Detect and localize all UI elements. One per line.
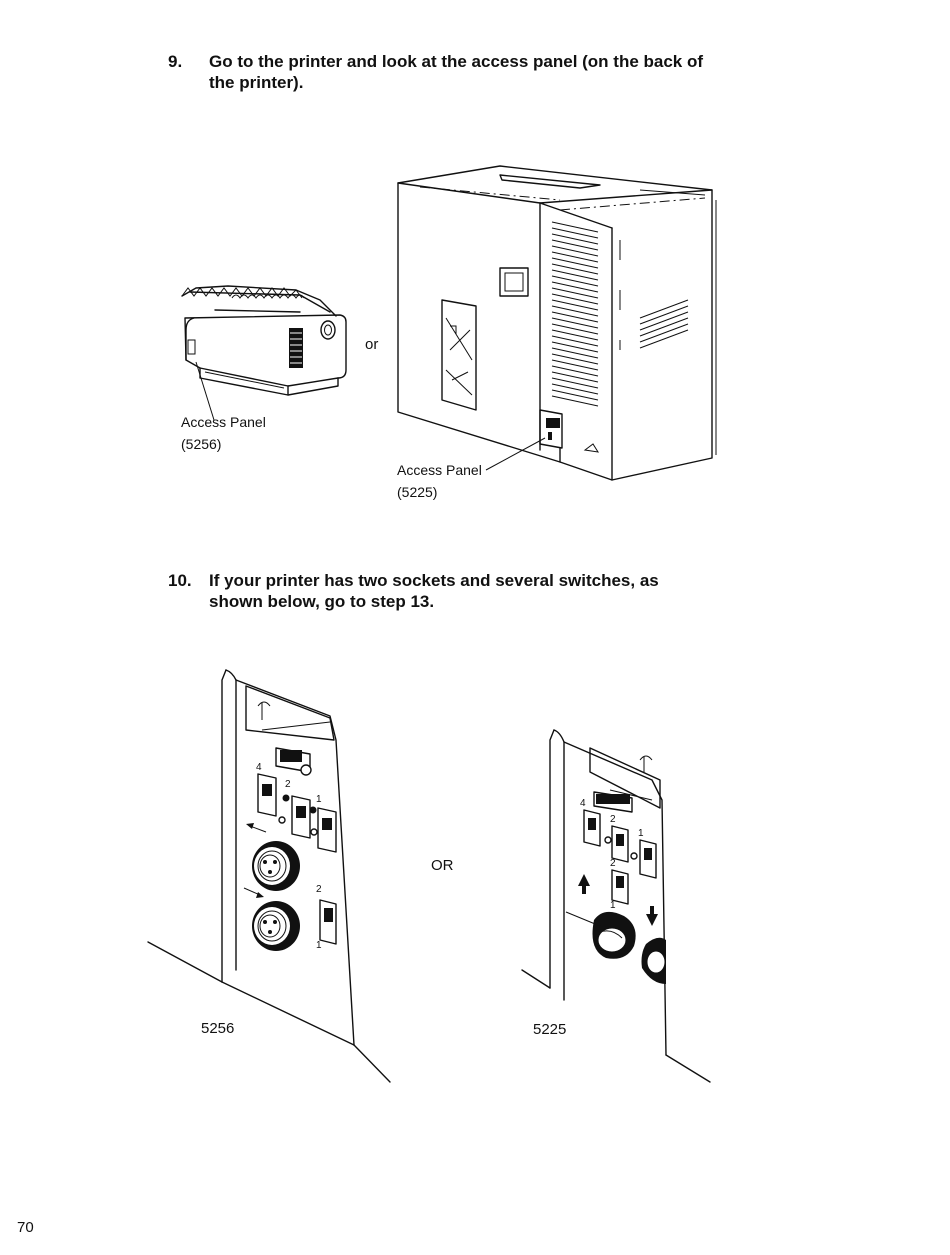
label-line-2: (5256) — [181, 436, 222, 452]
printer-5225-drawing — [397, 165, 717, 481]
switch-label-right-4: 4 — [580, 798, 586, 809]
switch-label-right-1b: 1 — [610, 900, 616, 911]
step-number: 10. — [168, 571, 192, 590]
access-panel-5225-label: Access Panel (5225) — [397, 459, 482, 503]
figure1-or-word: or — [365, 336, 379, 353]
switch-label-left-1a: 1 — [316, 794, 322, 805]
label-line-2: (5225) — [397, 484, 438, 500]
switch-number-labels: 4 2 1 2 1 4 2 1 2 1 — [256, 762, 644, 951]
switch-label-left-2b: 2 — [316, 884, 322, 895]
access-panel-5256-label: Access Panel (5256) — [181, 411, 266, 455]
label-line-1: Access Panel — [397, 462, 482, 478]
switch-label-right-2a: 2 — [610, 814, 616, 825]
caption-5256: 5256 — [201, 1020, 235, 1037]
label-line-1: Access Panel — [181, 414, 266, 430]
switch-label-right-2b: 2 — [610, 858, 616, 869]
step-text-line-2: the printer). — [209, 73, 304, 92]
switch-label-left-4: 4 — [256, 762, 262, 773]
page-number: 70 — [17, 1219, 34, 1236]
switch-label-left-1b: 1 — [316, 940, 322, 951]
printer-5256-drawing — [181, 285, 347, 421]
panel-5256-drawing — [147, 669, 391, 1083]
step-text-line-2: shown below, go to step 13. — [209, 592, 435, 611]
step-text-line-1: Go to the printer and look at the access… — [209, 52, 704, 71]
caption-5225: 5225 — [533, 1021, 567, 1038]
switch-label-right-1a: 1 — [638, 828, 644, 839]
step-number: 9. — [168, 52, 183, 71]
step-text-line-1: If your printer has two sockets and seve… — [209, 571, 659, 590]
panel-5225-drawing — [521, 729, 711, 1083]
switch-label-left-2a: 2 — [285, 779, 291, 790]
figure2-or-word: OR — [431, 857, 454, 874]
